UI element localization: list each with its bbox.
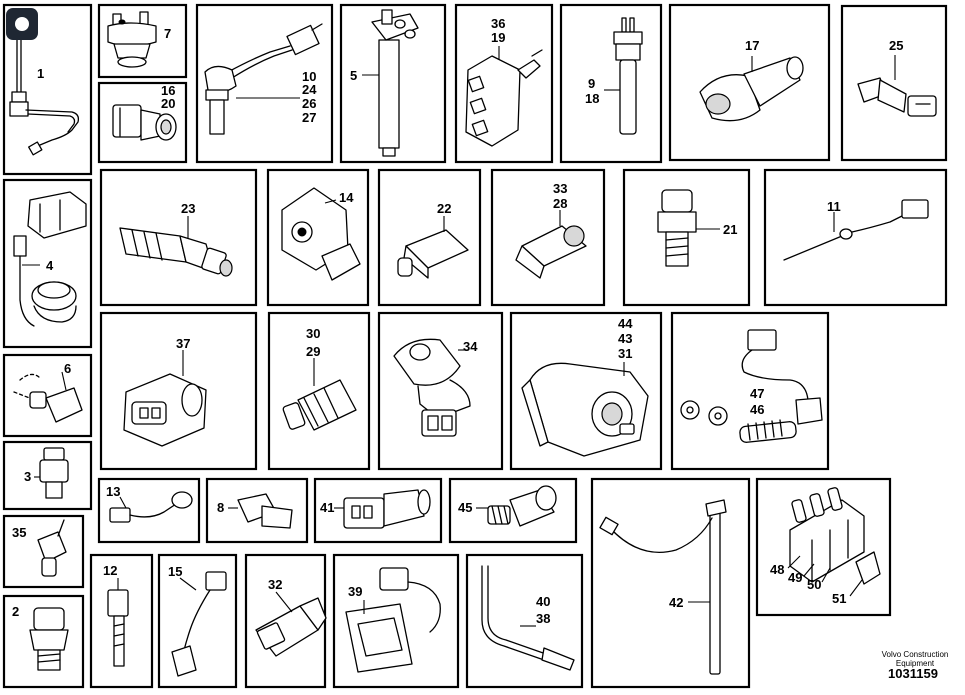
callout-9: 9 xyxy=(588,76,595,91)
callout-labels: 1 7 10 24 26 27 5 36 19 9 18 17 25 16 20… xyxy=(12,16,903,626)
callout-35: 35 xyxy=(12,525,26,540)
part-6-drawing xyxy=(13,371,83,423)
brand-line-2: Equipment xyxy=(895,659,935,668)
part-15-drawing xyxy=(171,571,227,677)
callout-21: 21 xyxy=(723,222,737,237)
callout-40: 40 xyxy=(536,594,550,609)
app-badge-icon[interactable] xyxy=(6,8,38,40)
part-2-drawing xyxy=(29,607,69,671)
brand-line-1: Volvo Construction xyxy=(881,650,949,659)
part-5-drawing xyxy=(362,9,419,157)
callout-29: 29 xyxy=(306,344,320,359)
part-44-drawing xyxy=(521,362,649,457)
callout-47: 47 xyxy=(750,386,764,401)
part-3-drawing xyxy=(34,447,69,499)
part-23-drawing xyxy=(119,216,233,277)
callout-36: 36 xyxy=(491,16,505,31)
callout-41: 41 xyxy=(320,500,334,515)
callout-46: 46 xyxy=(750,402,764,417)
callout-14: 14 xyxy=(339,190,354,205)
callout-3: 3 xyxy=(24,469,31,484)
part-45-drawing xyxy=(476,485,557,527)
part-30-drawing xyxy=(282,358,357,431)
callout-31: 31 xyxy=(618,346,632,361)
callout-4: 4 xyxy=(46,258,54,273)
part-1-drawing xyxy=(9,39,80,156)
callout-39: 39 xyxy=(348,584,362,599)
callout-48: 48 xyxy=(770,562,784,577)
callout-5: 5 xyxy=(350,68,357,83)
callout-13: 13 xyxy=(106,484,120,499)
part-42-drawing xyxy=(599,499,727,675)
callout-45: 45 xyxy=(458,500,472,515)
part-14-drawing xyxy=(281,187,361,281)
callout-49: 49 xyxy=(788,570,802,585)
part-33-drawing xyxy=(515,210,587,279)
callout-8: 8 xyxy=(217,500,224,515)
callout-7: 7 xyxy=(164,26,171,41)
part-17-drawing xyxy=(699,56,804,122)
callout-25: 25 xyxy=(889,38,903,53)
callout-12: 12 xyxy=(103,563,117,578)
part-11-drawing xyxy=(783,199,929,261)
callout-22: 22 xyxy=(437,201,451,216)
part-16-drawing xyxy=(112,104,177,141)
part-37-drawing xyxy=(123,350,207,447)
callout-10: 10 xyxy=(302,69,316,84)
part-34-drawing xyxy=(393,338,471,437)
app-badge-dot xyxy=(15,17,29,31)
callout-30: 30 xyxy=(306,326,320,341)
part-47-drawing xyxy=(680,329,823,443)
part-41-drawing xyxy=(334,489,431,529)
callout-26: 26 xyxy=(302,96,316,111)
callout-42: 42 xyxy=(669,595,683,610)
callout-37: 37 xyxy=(176,336,190,351)
callout-19: 19 xyxy=(491,30,505,45)
document-number: 1031159 xyxy=(888,666,938,681)
part-10-drawing xyxy=(204,23,323,135)
brand-caption: Volvo Construction Equipment xyxy=(862,650,965,668)
callout-44: 44 xyxy=(618,316,633,331)
part-13-drawing xyxy=(109,491,193,523)
callout-20: 20 xyxy=(161,96,175,111)
part-8-drawing xyxy=(228,493,293,529)
part-7-drawing xyxy=(107,11,157,68)
callout-15: 15 xyxy=(168,564,182,579)
callout-18: 18 xyxy=(585,91,599,106)
part-35-drawing xyxy=(37,519,67,577)
callout-51: 51 xyxy=(832,591,846,606)
part-4-drawing xyxy=(13,191,87,327)
callout-32: 32 xyxy=(268,577,282,592)
part-32-drawing xyxy=(255,591,327,657)
callout-23: 23 xyxy=(181,201,195,216)
callout-2: 2 xyxy=(12,604,19,619)
callout-43: 43 xyxy=(618,331,632,346)
callout-28: 28 xyxy=(553,196,567,211)
callout-11: 11 xyxy=(827,199,841,214)
callout-6: 6 xyxy=(64,361,71,376)
part-21-drawing xyxy=(657,189,720,267)
part-9-drawing xyxy=(604,17,643,135)
callout-1: 1 xyxy=(37,66,44,81)
part-39-drawing xyxy=(345,567,441,673)
part-40-drawing xyxy=(481,565,575,671)
part-12-drawing xyxy=(107,578,129,667)
callout-50: 50 xyxy=(807,577,821,592)
callout-27: 27 xyxy=(302,110,316,125)
part-25-drawing xyxy=(857,55,937,117)
part-36-drawing xyxy=(465,46,543,147)
part-22-drawing xyxy=(397,216,469,279)
callout-38: 38 xyxy=(536,611,550,626)
part-48-drawing xyxy=(787,487,881,597)
callout-33: 33 xyxy=(553,181,567,196)
callout-16: 16 xyxy=(161,83,175,98)
callout-34: 34 xyxy=(463,339,478,354)
callout-24: 24 xyxy=(302,82,317,97)
callout-17: 17 xyxy=(745,38,759,53)
